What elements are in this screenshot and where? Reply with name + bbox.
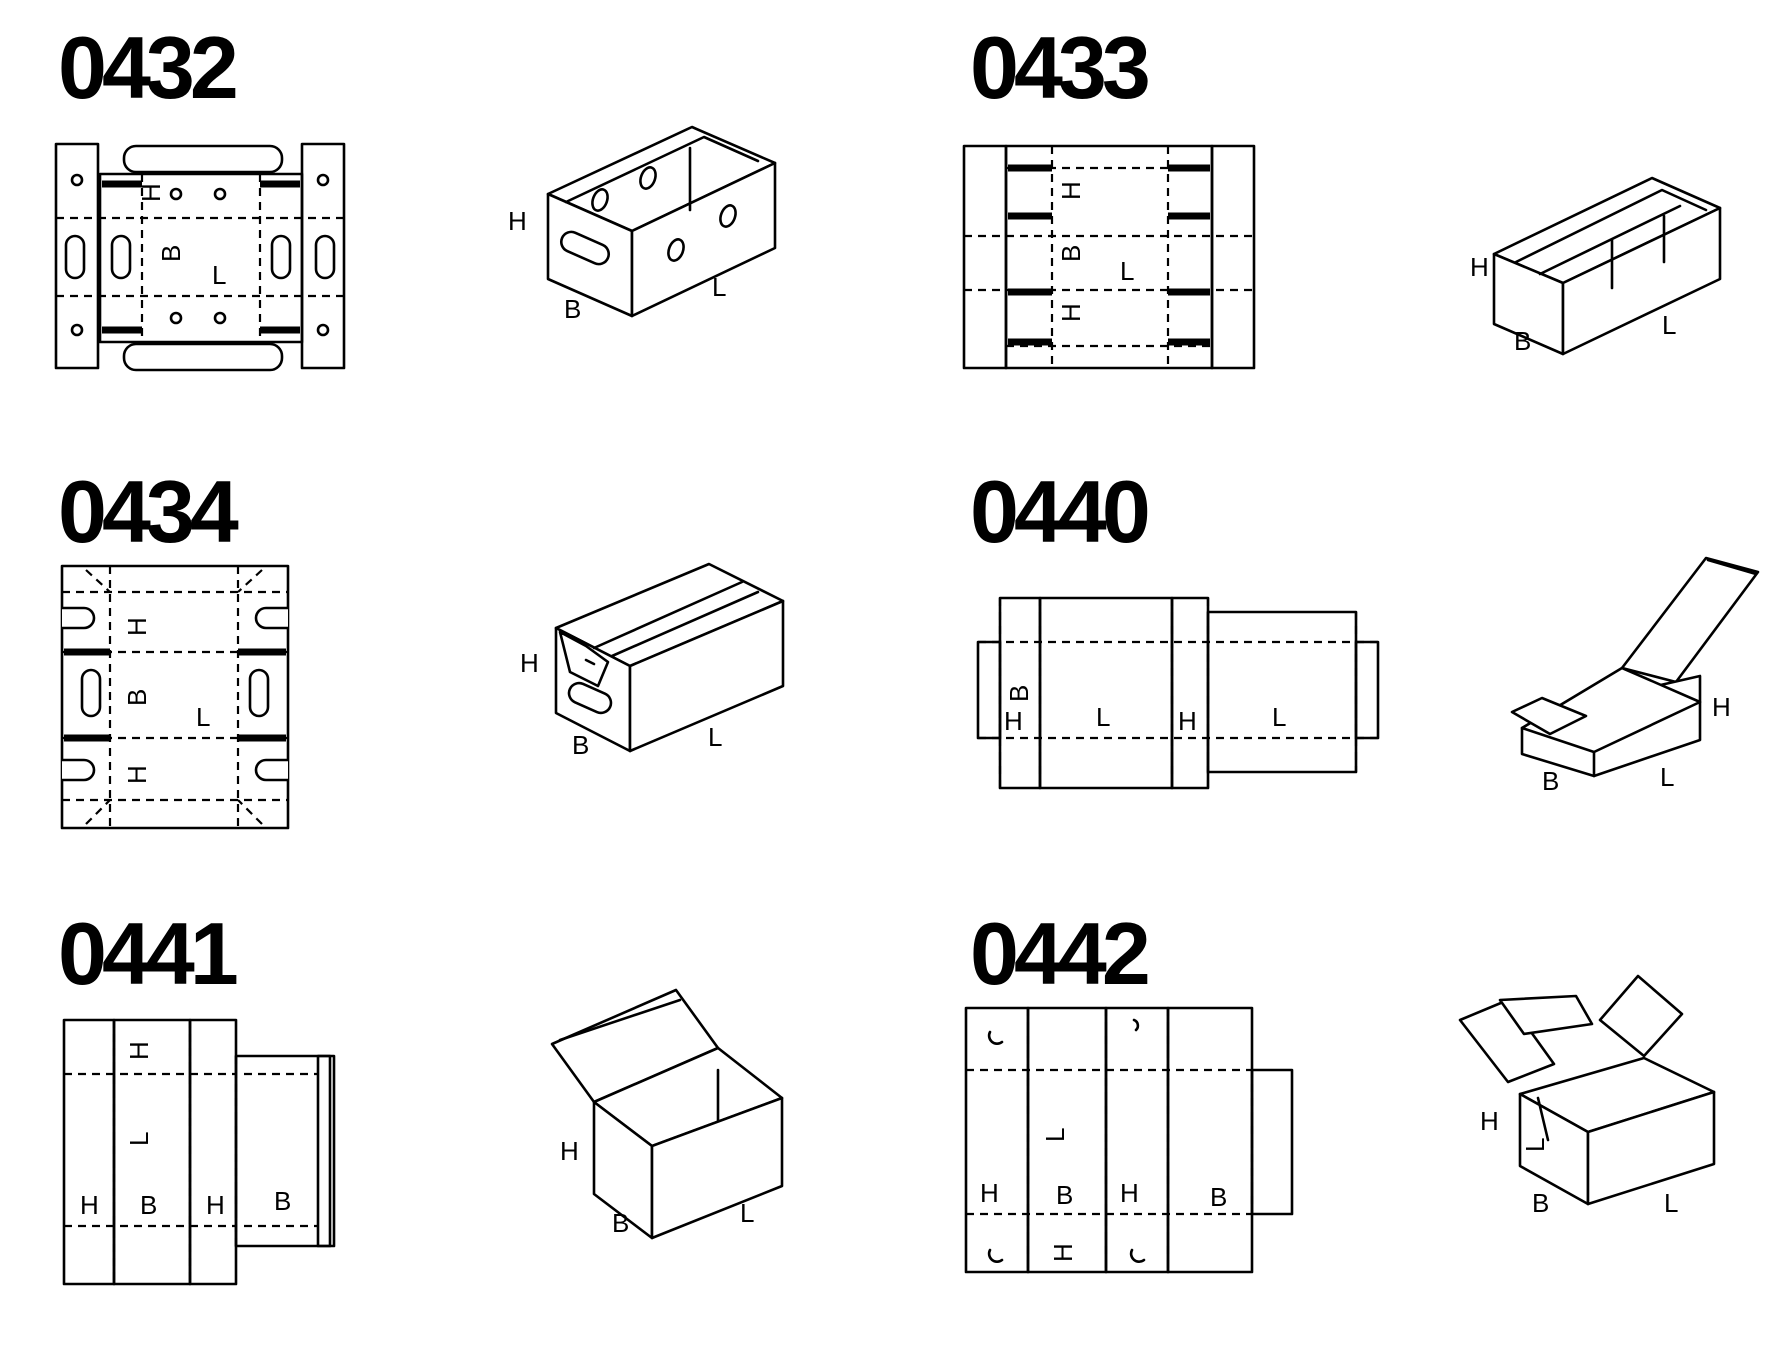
blank-0442: L H B H B H [964,1006,1294,1274]
dim-label-h: H [206,1190,225,1220]
dim-label-h: H [520,648,539,678]
dim-label-l: L [740,1198,754,1228]
dim-label-l: L [1662,310,1676,340]
blank-0434: H B H L [60,564,290,830]
dim-label-l: L [1520,1138,1550,1152]
dim-label-h: H [560,1136,579,1166]
dim-label-b: B [1004,685,1034,702]
dim-label-b: B [1056,1180,1073,1210]
dim-label-l: L [708,722,722,752]
dim-label-l: L [1096,702,1110,732]
dim-label-h: H [1470,252,1489,282]
dim-label-b: B [122,689,152,706]
dim-label-h: H [1048,1243,1078,1262]
dim-label-h: H [1056,303,1086,322]
box-3d-0442: H L B L [1458,974,1716,1218]
dim-label-b: B [274,1186,291,1216]
dim-label-b: B [1210,1182,1227,1212]
dim-label-b: B [140,1190,157,1220]
dim-label-b: B [1542,766,1559,796]
dim-label-l: L [212,260,226,290]
dim-label-h: H [1056,181,1086,200]
dim-label-b: B [572,730,589,760]
dim-label-b: B [564,294,581,324]
dim-label-l: L [1040,1128,1070,1142]
dim-label-b: B [1514,326,1531,356]
dim-label-b: B [156,245,186,262]
blank-0433: H B H L [962,144,1256,370]
dim-label-l: L [712,272,726,302]
dim-label-b: B [612,1208,629,1238]
dim-label-h: H [1120,1178,1139,1208]
box-3d-0440: H B L [1510,556,1760,796]
style-code-0433: 0433 [970,18,1151,117]
box-3d-0434: H B L [520,562,785,760]
dim-label-h: H [1480,1106,1499,1136]
dim-label-h: H [508,206,527,236]
style-code-0440: 0440 [970,462,1151,561]
blank-0440: B H L H L [976,596,1380,790]
dim-label-l: L [124,1132,154,1146]
box-3d-0441: H B L [550,988,784,1240]
dim-label-l: L [1664,1188,1678,1218]
blank-0441: H L H B H B [62,1018,336,1286]
style-code-0442: 0442 [970,904,1151,1003]
style-code-0434: 0434 [58,462,239,561]
dim-label-b: B [1056,245,1086,262]
box-3d-0432: H B L [508,125,777,324]
dim-label-l: L [196,702,210,732]
dim-label-h: H [136,183,166,202]
dim-label-l: L [1660,762,1674,792]
style-code-0432: 0432 [58,18,239,117]
blank-0432: H B L [54,142,346,372]
style-code-0441: 0441 [58,904,239,1003]
dim-label-h: H [980,1178,999,1208]
box-3d-0433: H B L [1470,176,1722,356]
dim-label-h: H [122,617,152,636]
dim-label-h: H [1178,706,1197,736]
dim-label-h: H [1712,692,1731,722]
dim-label-l: L [1272,702,1286,732]
dim-label-h: H [122,765,152,784]
dim-label-h: H [124,1041,154,1060]
dim-label-h: H [1004,706,1023,736]
dim-label-h: H [80,1190,99,1220]
dim-label-l: L [1120,256,1134,286]
dim-label-b: B [1532,1188,1549,1218]
